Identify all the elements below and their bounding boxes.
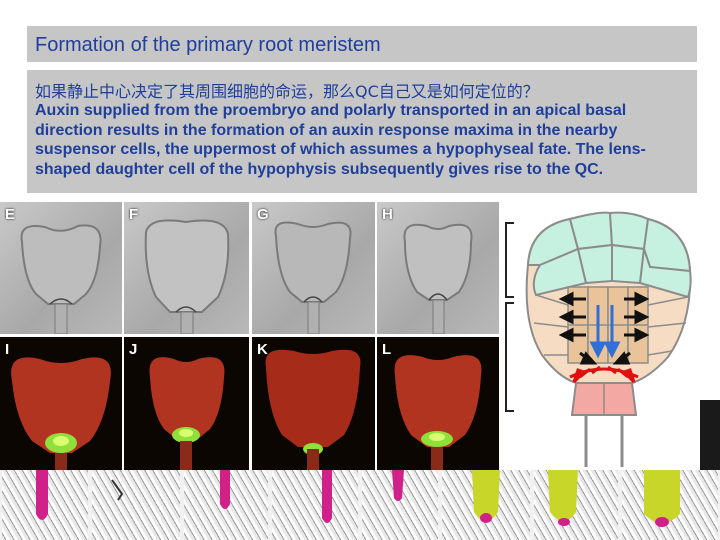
embryo-panel-e: E	[0, 202, 122, 334]
slide-title: Formation of the primary root meristem	[35, 34, 381, 56]
embryo-drawing	[403, 223, 473, 334]
embryo-panel-g: G	[252, 202, 375, 334]
embryo-panel-h: H	[377, 202, 499, 334]
embryo-drawing	[274, 221, 352, 334]
fluorescence-panel-j: J	[124, 337, 249, 470]
root-micrograph	[2, 470, 88, 540]
chinese-question: 如果静止中心决定了其周围细胞的命运，那么QC自己又是如何定位的？	[35, 82, 539, 101]
maxima-arrows	[569, 365, 639, 384]
panel-label: H	[382, 206, 393, 223]
title-box: Formation of the primary root meristem	[27, 26, 697, 62]
root-micrograph	[272, 470, 358, 540]
root-micrograph	[622, 470, 718, 540]
panel-label: L	[382, 341, 392, 358]
fluorescence-drawing	[265, 349, 361, 470]
embryo-drawing	[20, 224, 102, 334]
suspensor	[584, 415, 624, 467]
root-micrograph	[362, 470, 438, 540]
upper-cells	[526, 211, 692, 299]
body-text-box: 如果静止中心决定了其周围细胞的命运，那么QC自己又是如何定位的？ Auxin s…	[27, 70, 697, 193]
panel-label: J	[129, 341, 138, 358]
embryo-panel-f: F	[124, 202, 249, 334]
panel-label: I	[5, 341, 10, 358]
embryo-drawing	[144, 219, 230, 334]
root-micrograph-strip	[0, 470, 720, 540]
auxin-flow-arrows	[589, 305, 621, 359]
upper-bracket	[505, 222, 514, 298]
root-micrograph	[92, 470, 180, 540]
lateral-arrows	[558, 291, 650, 365]
fluorescence-panel-k: K	[252, 337, 375, 470]
panel-label: E	[5, 206, 16, 223]
fluorescence-drawing	[149, 357, 225, 470]
lateral-cell-lines	[533, 294, 689, 356]
panel-label: F	[129, 206, 139, 223]
panel-label: G	[257, 206, 269, 223]
root-micrograph	[184, 470, 268, 540]
fluorescence-drawing	[11, 357, 111, 470]
dark-edge-fragment	[700, 400, 720, 470]
root-micrograph	[534, 470, 618, 540]
fluorescence-panel-i: I	[0, 337, 122, 470]
embryo-auxin-schematic	[505, 211, 692, 467]
panel-label: K	[257, 341, 268, 358]
root-micrograph	[442, 470, 530, 540]
english-paragraph: Auxin supplied from the proembryo and po…	[35, 102, 646, 178]
fluorescence-drawing	[394, 355, 482, 470]
lower-bracket	[505, 302, 514, 412]
fluorescence-panel-l: L	[377, 337, 499, 470]
